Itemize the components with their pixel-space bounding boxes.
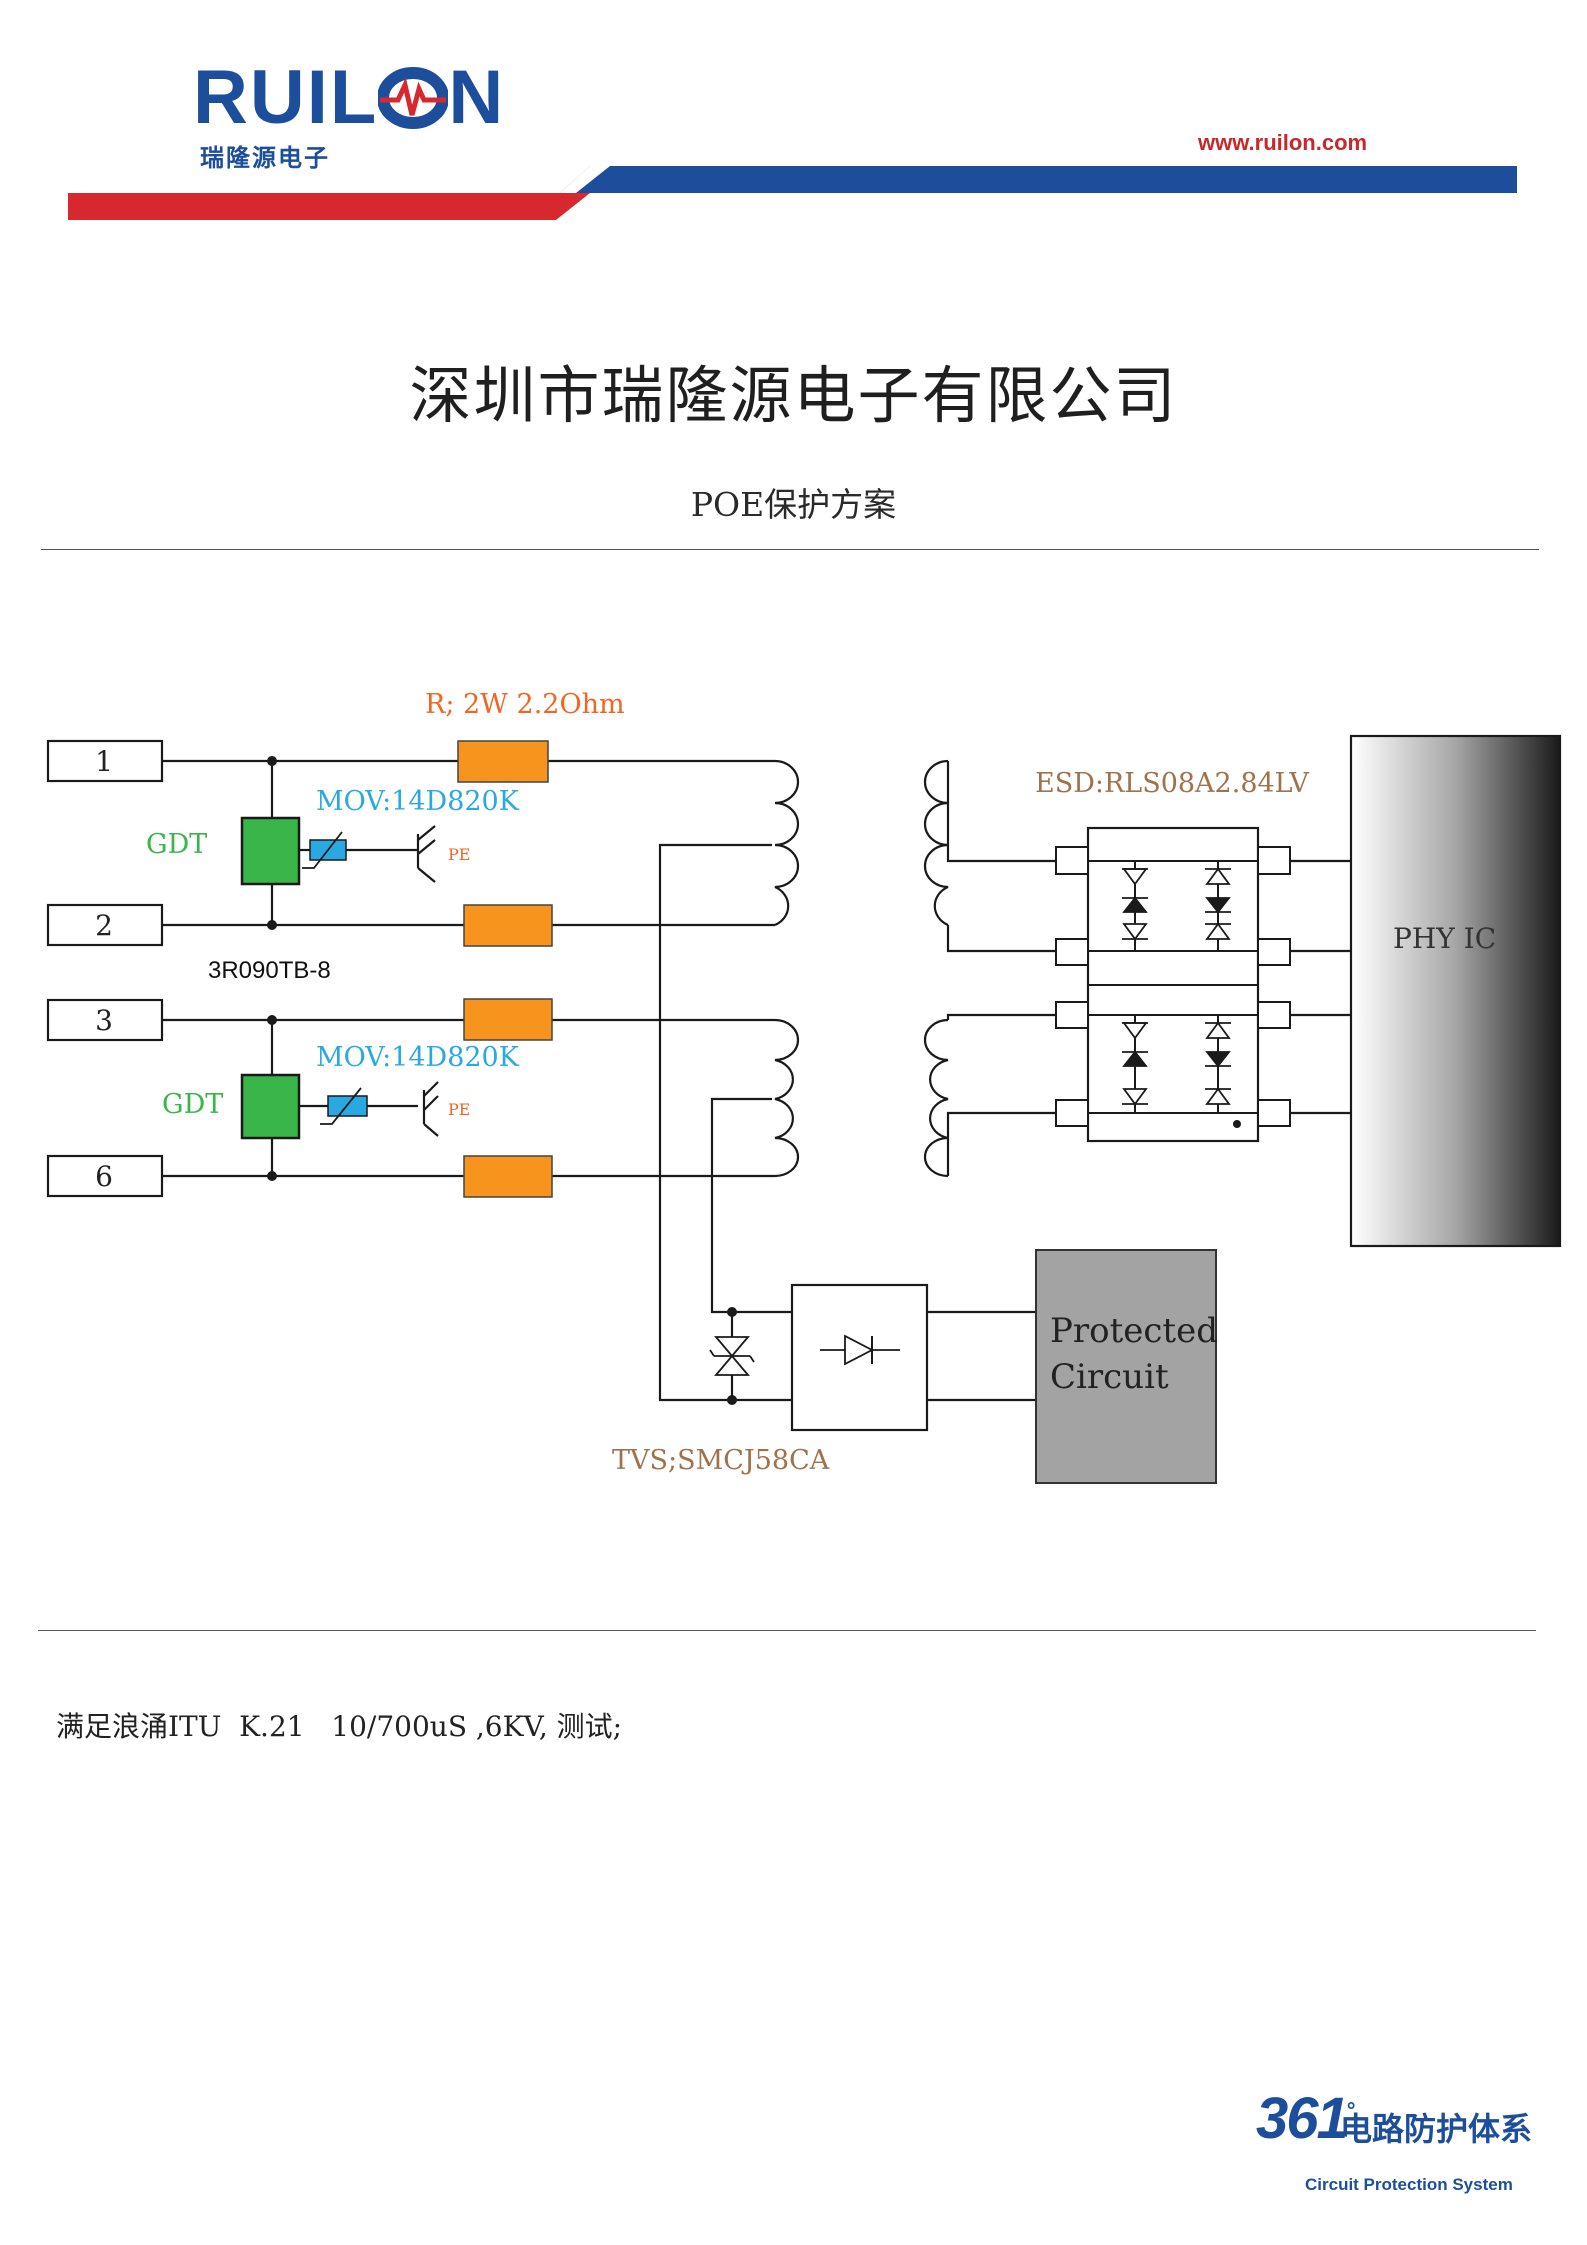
mov-bottom bbox=[320, 1087, 368, 1125]
pin-1-box bbox=[46, 739, 164, 783]
pin-6-label: 6 bbox=[95, 1160, 113, 1193]
brand-chinese-name: 瑞隆源电子 bbox=[200, 144, 330, 172]
footer-title: 电路防护体系 bbox=[1340, 2110, 1533, 2148]
header-stripe bbox=[68, 166, 1517, 220]
rectifier-bridge bbox=[790, 1283, 929, 1432]
pin-2-box bbox=[46, 903, 164, 947]
gdt-bottom-label: GDT bbox=[162, 1089, 223, 1120]
pin-1-label: 1 bbox=[95, 745, 113, 778]
mov-top-label: MOV:14D820K bbox=[316, 786, 520, 817]
document-title: POE保护方案 bbox=[690, 485, 897, 524]
company-name: 深圳市瑞隆源电子有限公司 bbox=[409, 359, 1178, 432]
protected-circuit-box bbox=[1035, 1249, 1217, 1484]
protected-circuit-label-2: Circuit bbox=[1050, 1357, 1169, 1397]
website-url[interactable]: www.ruilon.com bbox=[1198, 130, 1368, 155]
resistor-r4 bbox=[463, 1155, 553, 1198]
bottom-divider bbox=[38, 1630, 1536, 1631]
pe-top-label: PE bbox=[448, 845, 470, 864]
protected-circuit-label-1: Protected bbox=[1050, 1311, 1218, 1351]
tvs-label: TVS;SMCJ58CA bbox=[612, 1445, 830, 1476]
resistor-r3 bbox=[463, 998, 553, 1041]
footer-subtitle: Circuit Protection System bbox=[1305, 2175, 1513, 2194]
heartbeat-o-icon bbox=[377, 67, 450, 129]
pin-3-label: 3 bbox=[95, 1004, 113, 1037]
phy-ic-block bbox=[1349, 734, 1562, 1248]
esd-array bbox=[1055, 826, 1291, 1143]
brand-logo: RUIL N bbox=[193, 60, 505, 136]
gdt-part-number: 3R090TB-8 bbox=[208, 957, 331, 984]
phy-ic-label: PHY IC bbox=[1393, 922, 1496, 955]
test-standard-note: 满足浪涌ITU K.21 10/700uS ,6KV, 测试; bbox=[56, 1710, 623, 1743]
gdt-top bbox=[240, 816, 301, 886]
footer-361-mark: 361° bbox=[1256, 2085, 1356, 2152]
mov-bottom-label: MOV:14D820K bbox=[316, 1042, 520, 1073]
resistor-r2 bbox=[463, 904, 553, 947]
pin-3-box bbox=[46, 998, 164, 1042]
poe-protection-schematic: 1 2 3 6 bbox=[46, 689, 1562, 1484]
tvs-diode bbox=[709, 1336, 755, 1376]
footer-number: 361 bbox=[1256, 2086, 1349, 2151]
brand-wordmark-tail: N bbox=[448, 55, 506, 140]
top-divider bbox=[41, 549, 1539, 550]
esd-label: ESD:RLS08A2.84LV bbox=[1035, 768, 1309, 799]
pin-2-label: 2 bbox=[95, 909, 113, 942]
gdt-top-label: GDT bbox=[146, 829, 207, 860]
resistor-r1 bbox=[457, 740, 549, 783]
pin-6-box bbox=[46, 1154, 164, 1198]
brand-wordmark: RUIL bbox=[193, 55, 379, 140]
resistor-label: R; 2W 2.2Ohm bbox=[425, 689, 625, 720]
footer-degree: ° bbox=[1346, 2097, 1356, 2123]
pe-bottom-label: PE bbox=[448, 1100, 470, 1119]
gdt-bottom bbox=[240, 1073, 301, 1140]
mov-top bbox=[302, 831, 347, 869]
